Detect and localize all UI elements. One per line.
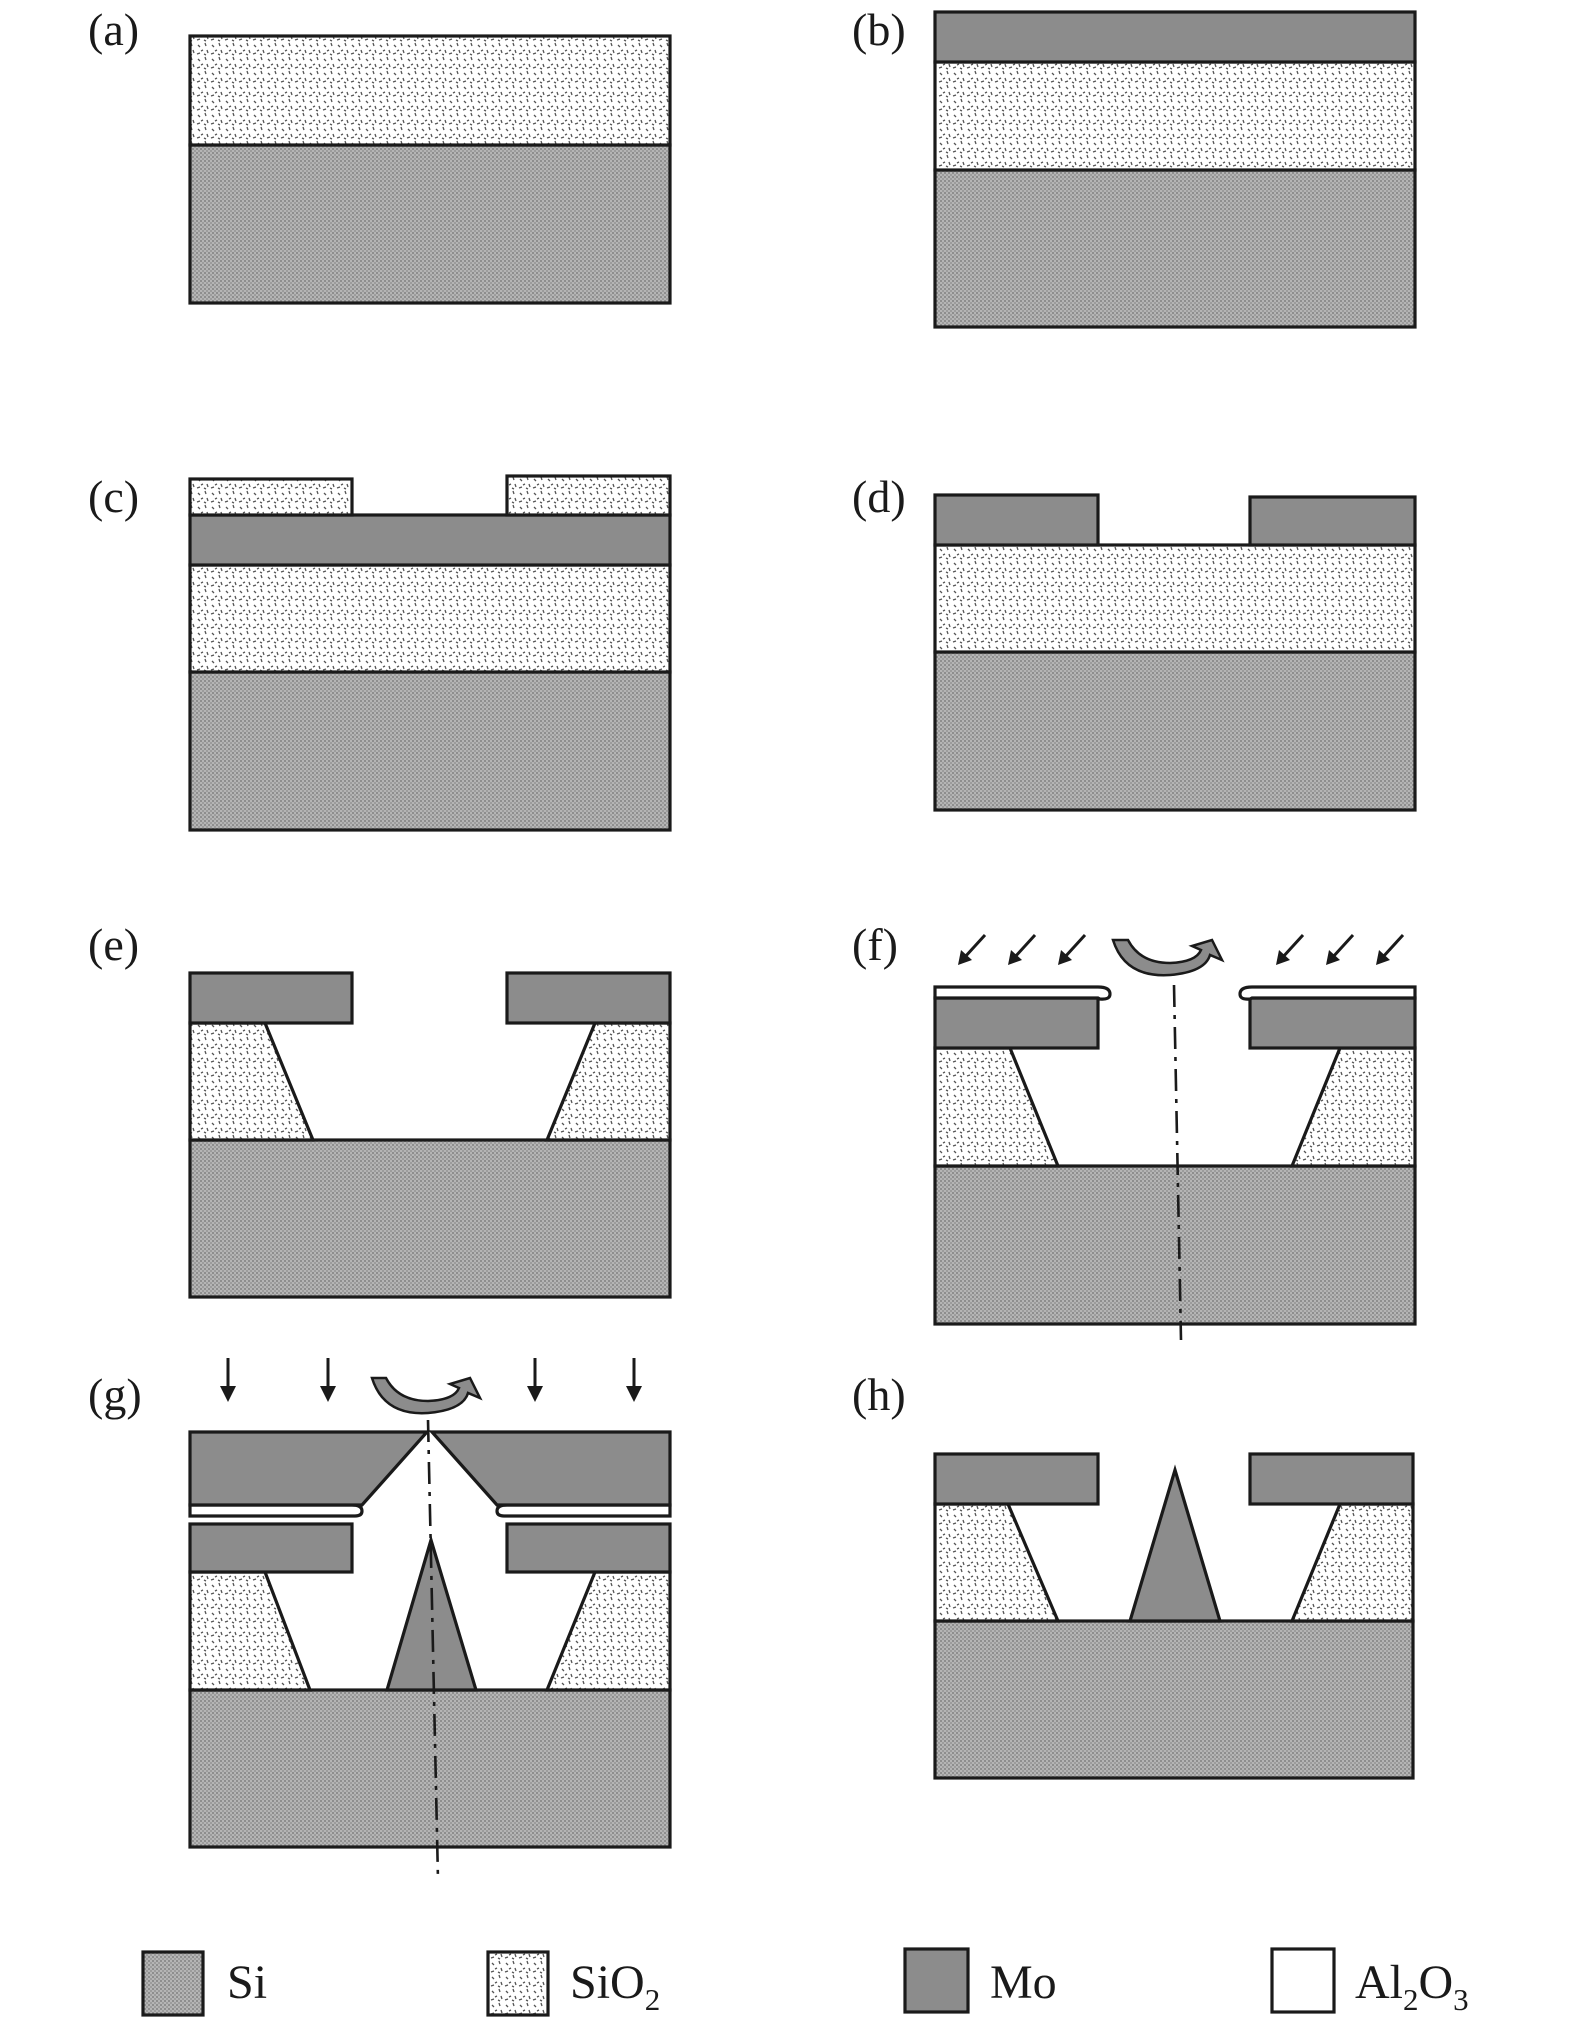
sio2-layer	[188, 34, 672, 147]
mo-swatch	[903, 1947, 970, 2014]
legend-label-al2o3: Al2O3	[1355, 1956, 1469, 2017]
sio2-layer	[188, 563, 672, 674]
legend-label-al2o3-o: O	[1419, 1956, 1454, 2009]
sio2-layer	[933, 543, 1417, 654]
sio2-etched-left	[933, 1502, 1061, 1623]
panel-d-label: (d)	[852, 471, 906, 522]
mo-gate-left	[933, 996, 1100, 1050]
al2o3-layer-right	[495, 1503, 672, 1518]
sio2-etched-left	[188, 1021, 316, 1142]
legend-label-mo: Mo	[990, 1956, 1057, 2009]
panel-f: (f)	[852, 919, 1417, 1341]
panel-f-label: (f)	[852, 919, 898, 970]
sio2-etched-left	[933, 1046, 1061, 1168]
arrow-icon	[1326, 933, 1355, 965]
legend: Si SiO2 Mo Al2O3	[141, 1947, 1469, 2017]
sio2-swatch	[486, 1950, 550, 2017]
mo-gate-left	[188, 971, 354, 1025]
arrow-icon	[1276, 933, 1305, 965]
legend-label-sio2: SiO2	[570, 1956, 660, 2017]
arrow-icon	[220, 1358, 236, 1402]
mo-gate-left	[933, 1452, 1100, 1506]
si-substrate	[933, 168, 1417, 329]
mo-gate-right	[1248, 996, 1417, 1050]
panel-h: (h)	[852, 1369, 1415, 1780]
rotation-icon	[1111, 938, 1225, 977]
arrow-icon	[958, 933, 987, 965]
panel-b-label: (b)	[852, 4, 906, 55]
normal-evaporation-arrows	[220, 1358, 642, 1402]
sio2-etched-right	[1289, 1502, 1415, 1623]
al2o3-swatch	[1270, 1947, 1336, 2014]
legend-label-al2o3-sub2: 3	[1453, 1982, 1469, 2017]
sio2-etched-right	[544, 1021, 672, 1142]
rotation-axis	[426, 1419, 440, 1881]
panel-h-label: (h)	[852, 1369, 906, 1420]
sio2-etched-right	[1289, 1046, 1417, 1168]
legend-item-al2o3: Al2O3	[1270, 1947, 1469, 2017]
si-swatch	[141, 1950, 205, 2017]
si-substrate	[188, 143, 672, 305]
panel-a: (a)	[88, 4, 672, 305]
al2o3-layer-right	[1238, 985, 1417, 1001]
panel-b: (b)	[852, 4, 1417, 329]
mo-gate-left	[933, 493, 1100, 547]
si-substrate	[933, 1164, 1417, 1326]
mo-layer	[188, 513, 672, 567]
panel-d: (d)	[852, 471, 1417, 812]
panel-e: (e)	[88, 919, 672, 1299]
panel-c-label: (c)	[88, 471, 139, 522]
panel-g-label: (g)	[88, 1369, 142, 1420]
mo-emitter-tip	[384, 1534, 479, 1692]
sio2-etched-left	[188, 1570, 313, 1692]
mo-layer	[933, 10, 1417, 64]
panel-e-label: (e)	[88, 919, 139, 970]
si-substrate	[933, 650, 1417, 812]
rotation-axis	[1172, 984, 1183, 1341]
oblique-evaporation-arrows	[958, 933, 1405, 965]
panel-a-label: (a)	[88, 4, 139, 55]
legend-label-al2o3-sub1: 2	[1403, 1982, 1419, 2017]
arrow-icon	[1008, 933, 1037, 965]
arrow-icon	[1058, 933, 1087, 965]
legend-label-al2o3-al: Al	[1355, 1956, 1403, 2009]
mo-gate-right	[505, 1522, 672, 1574]
mo-deposit-top-left	[188, 1430, 431, 1507]
mo-gate-right	[505, 971, 672, 1025]
mo-emitter-tip	[1127, 1464, 1223, 1623]
si-substrate	[188, 1138, 672, 1299]
si-substrate	[188, 670, 672, 832]
mo-gate-right	[1248, 1452, 1415, 1506]
si-substrate	[188, 1688, 672, 1849]
sio2-etched-right	[544, 1570, 672, 1692]
sio2-layer	[933, 60, 1417, 172]
mo-gate-left	[188, 1522, 354, 1574]
legend-item-si: Si	[141, 1950, 267, 2017]
arrow-icon	[527, 1358, 543, 1402]
al2o3-layer-left	[188, 1503, 364, 1518]
arrow-icon	[1376, 933, 1405, 965]
rotation-icon	[370, 1376, 483, 1415]
legend-item-mo: Mo	[903, 1947, 1057, 2014]
legend-label-si: Si	[227, 1956, 267, 2009]
photoresist-right	[505, 474, 672, 517]
mo-gate-right	[1248, 495, 1417, 547]
arrow-icon	[320, 1358, 336, 1402]
panel-c: (c)	[88, 471, 672, 832]
legend-item-sio2: SiO2	[486, 1950, 660, 2017]
panel-g: (g)	[88, 1358, 672, 1881]
al2o3-layer-left	[933, 985, 1112, 1001]
si-substrate	[933, 1619, 1415, 1780]
arrow-icon	[626, 1358, 642, 1402]
legend-label-sio2-main: SiO	[570, 1956, 645, 2009]
mo-deposit-top-right	[428, 1430, 672, 1507]
legend-label-sio2-subscript: 2	[645, 1982, 661, 2017]
photoresist-left	[188, 477, 354, 517]
